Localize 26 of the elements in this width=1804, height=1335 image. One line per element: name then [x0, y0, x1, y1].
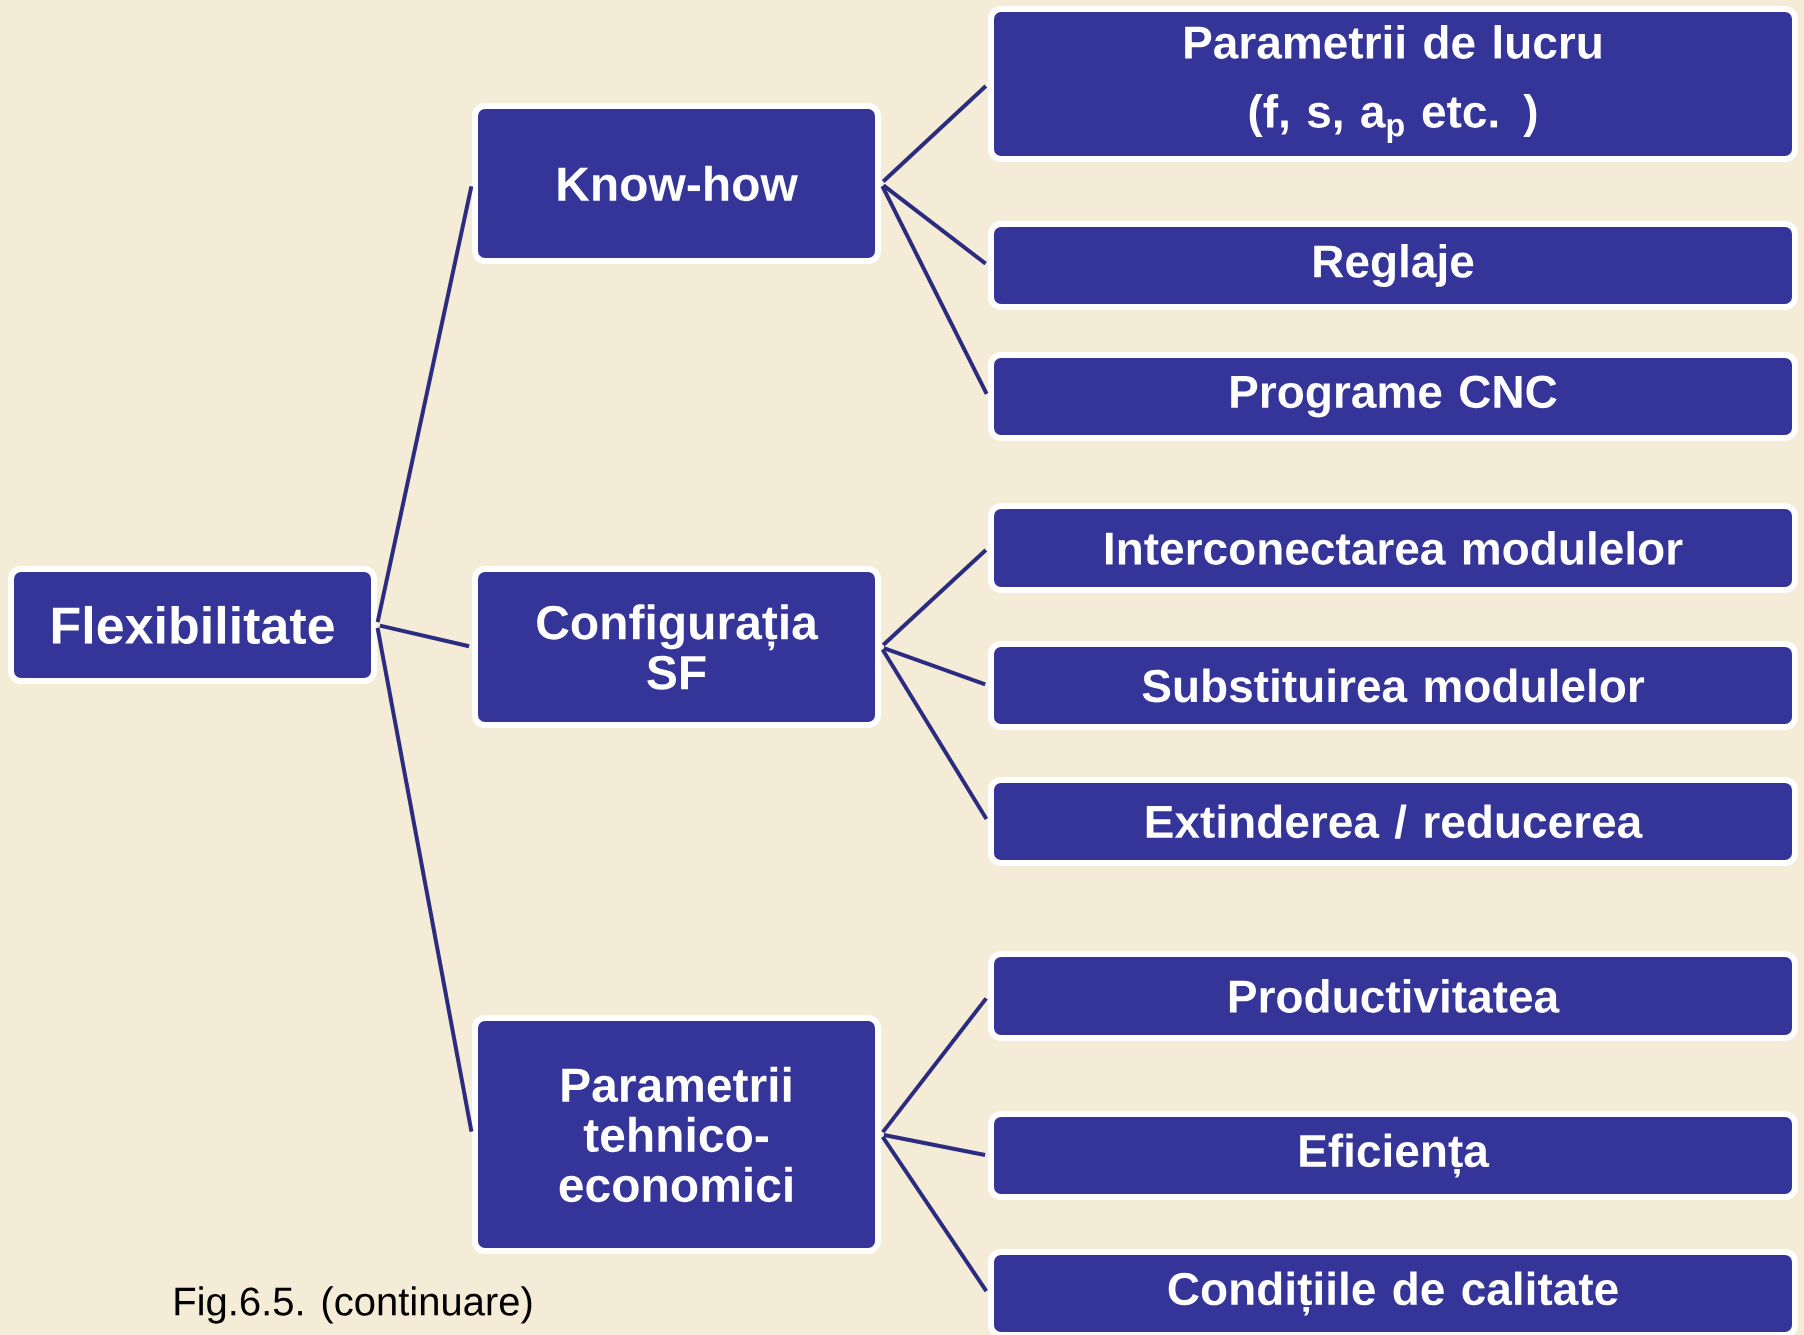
item-box: Substituirea modulelor — [988, 641, 1798, 730]
item-box: Parametrii de lucru (f, s, a$_{p}$ etc. ) — [988, 6, 1798, 162]
connector-line — [881, 997, 988, 1134]
item-box: Productivitatea — [988, 951, 1798, 1041]
connector-line — [883, 1133, 986, 1157]
connector-line — [882, 183, 987, 266]
connector-line — [881, 84, 988, 183]
connector-line — [881, 548, 988, 647]
item-box: Programe CNC — [988, 352, 1798, 441]
item-box: Interconectarea modulelor — [988, 503, 1798, 593]
item-box: Condițiile de calitate — [988, 1249, 1798, 1335]
connector-line — [883, 646, 986, 687]
caption: Fig.6.5. (continuare) — [175, 1286, 532, 1324]
item-box: Eficiența — [988, 1111, 1798, 1200]
connector-line — [375, 627, 474, 1132]
category-box: Configurația SF — [472, 566, 881, 728]
connector-line — [379, 623, 470, 649]
connector-line — [880, 648, 989, 820]
category-box: Know-how — [472, 103, 881, 264]
connector-line — [881, 1135, 988, 1293]
connector-line — [880, 185, 989, 395]
item-box: Reglaje — [988, 221, 1798, 310]
category-box: Parametrii tehnico-economici — [472, 1015, 881, 1254]
item-box: Extinderea / reducerea — [988, 777, 1798, 866]
connector-line — [375, 186, 474, 623]
root-box: Flexibilitate — [8, 566, 377, 684]
